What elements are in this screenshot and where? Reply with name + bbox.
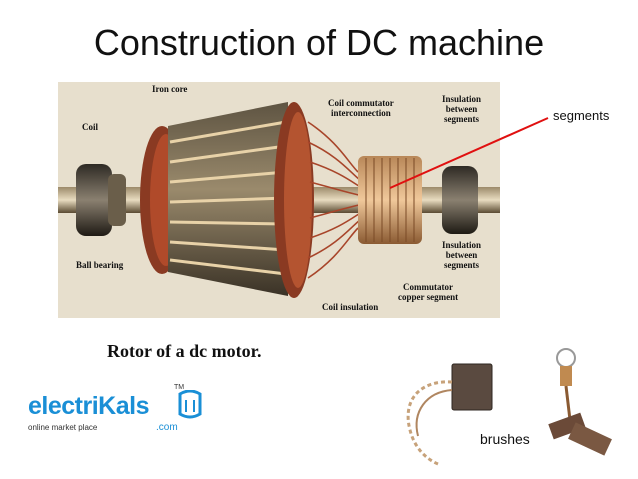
segments-label: segments (553, 108, 610, 123)
label-insulation-bottom: Insulation between segments (442, 240, 482, 270)
logo-part1: electri (28, 392, 99, 420)
bulb-icon (178, 390, 202, 419)
label-ball-bearing: Ball bearing (76, 260, 124, 270)
logo-wordmark: electriKals (28, 392, 149, 421)
logo-domain: .com (156, 422, 178, 433)
label-insulation-top: Insulation between segments (442, 94, 482, 124)
brushes-photo (406, 348, 612, 466)
label-coil-commutator: Coil commutator interconnection (328, 98, 394, 118)
label-commutator-segment: Commutator copper segment (398, 282, 459, 302)
right-brush-icon (548, 348, 612, 456)
rotor-photo: Iron core Coil Coil commutator interconn… (58, 82, 500, 318)
electrikals-logo: electriKals TM online market place .com (28, 384, 208, 448)
logo-tagline: online market place (28, 423, 98, 432)
slide-title: Construction of DC machine (93, 22, 545, 63)
rotor-caption: Rotor of a dc motor. (107, 341, 262, 361)
logo-part2: Kals (98, 392, 149, 420)
logo-tm: TM (174, 384, 185, 391)
left-brush-icon (406, 363, 493, 466)
brushes-label: brushes (480, 431, 530, 447)
label-coil: Coil (82, 122, 99, 132)
label-coil-insulation: Coil insulation (322, 302, 379, 312)
label-iron-core: Iron core (152, 84, 188, 94)
